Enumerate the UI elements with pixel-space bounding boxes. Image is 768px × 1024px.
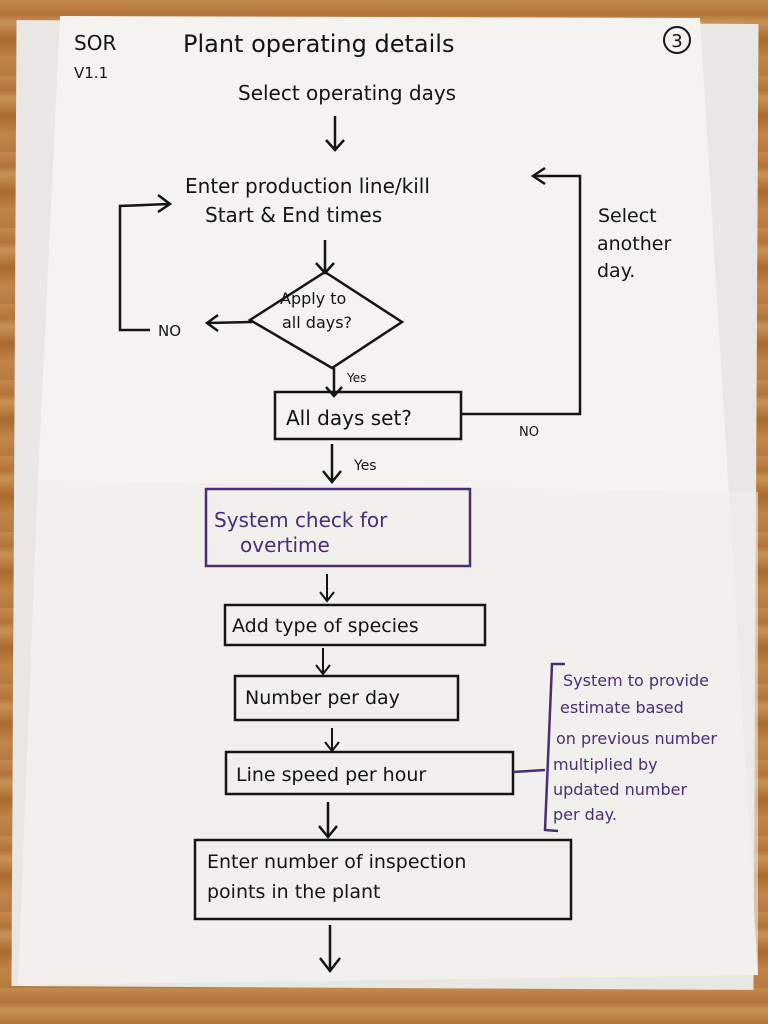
label-no-apply: NO [158, 322, 181, 340]
decision-diamond [247, 270, 405, 370]
note-bracket [543, 662, 565, 833]
decision-line2: all days? [282, 313, 352, 332]
step-add-species: Add type of species [232, 615, 419, 637]
add-species-box [223, 603, 487, 647]
line-speed-box [224, 750, 515, 796]
note-line5: updated number [553, 780, 687, 799]
select-another-line1: Select [598, 205, 657, 227]
step-select-days: Select operating days [238, 81, 456, 105]
arrow-continue [319, 925, 341, 974]
note-line2: estimate based [560, 698, 684, 717]
step-enter-times-line2: Start & End times [205, 203, 382, 227]
note-connector [512, 768, 546, 774]
step-enter-times-line1: Enter production line/kill [185, 174, 430, 198]
arrow-to-species [319, 574, 335, 603]
step-inspection-line1: Enter number of inspection [207, 851, 466, 873]
select-another-line3: day. [597, 260, 635, 282]
arrow-to-enter-times [325, 116, 345, 152]
label-yes-all-days: Yes [353, 458, 377, 474]
note-line1: System to provide [563, 671, 709, 690]
note-line4: multiplied by [553, 755, 658, 774]
arrow-to-no [204, 313, 253, 333]
step-system-check-line2: overtime [240, 533, 330, 557]
step-system-check-line1: System check for [214, 508, 388, 532]
label-no-all-days: NO [519, 425, 539, 440]
arrow-yes-all-days [322, 444, 342, 484]
page-title: Plant operating details [183, 30, 454, 58]
step-inspection-line2: points in the plant [207, 881, 380, 903]
doc-code: SOR [74, 31, 116, 55]
note-line6: per day. [553, 805, 617, 824]
inspection-points-box [193, 838, 573, 921]
arrow-to-number [315, 648, 331, 676]
system-check-box [204, 487, 472, 568]
loop-no-all-days [461, 166, 582, 416]
all-days-set-box [273, 390, 463, 441]
step-all-days-set: All days set? [286, 406, 412, 430]
step-line-speed: Line speed per hour [236, 764, 426, 786]
note-line3: on previous number [556, 729, 717, 748]
step-number-per-day: Number per day [245, 687, 400, 709]
doc-version: V1.1 [74, 64, 108, 82]
select-another-line2: another [597, 233, 671, 255]
page-number: 3 [671, 31, 682, 52]
label-yes-apply: Yes [346, 371, 366, 385]
loop-no-apply [118, 194, 173, 332]
paper-fold-shade [18, 480, 758, 985]
number-per-day-box [233, 674, 460, 722]
arrow-to-inspection [318, 802, 338, 839]
page-number-circle [663, 26, 691, 54]
decision-line1: Apply to [280, 289, 346, 308]
